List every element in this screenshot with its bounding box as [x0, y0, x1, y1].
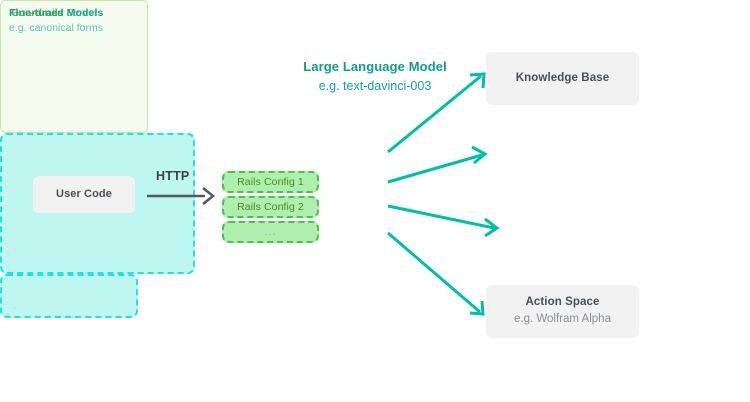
rails-config-label: ...: [264, 225, 277, 238]
fine-tuned-models-box: Fine-tuned Models e.g. canonical forms: [0, 7, 138, 318]
rails-config-label: Rails Config 2: [237, 201, 304, 213]
arrow-to-large-language-model: [387, 204, 500, 238]
action-space-title: Action Space: [525, 296, 600, 309]
rails-config-pill[interactable]: Rails Config 1: [222, 171, 319, 193]
action-space-subtitle: e.g. Wolfram Alpha: [514, 312, 611, 325]
arrow-to-action-space: [387, 231, 485, 316]
action-space-box: Action Space e.g. Wolfram Alpha: [486, 285, 639, 338]
large-language-model-text: Large Language Model e.g. text-davinci-0…: [0, 57, 750, 95]
guardrails-server-title-strong: Guardrails: [11, 7, 64, 19]
guardrails-server-box: Guardrails Server: [0, 0, 148, 133]
guardrails-server-title-light: Server: [63, 7, 98, 19]
guardrails-server-title: Guardrails Server: [11, 7, 97, 20]
fine-tuned-models-title: Fine-tuned Models: [9, 7, 104, 19]
fine-tuned-models-text: Fine-tuned Models e.g. canonical forms: [9, 6, 103, 35]
large-language-model-subtitle: e.g. text-davinci-003: [318, 78, 432, 93]
http-label: HTTP: [156, 169, 190, 183]
fine-tuned-models-subtitle: e.g. canonical forms: [9, 21, 103, 34]
large-language-model-title: Large Language Model: [303, 59, 447, 74]
user-code-box: User Code: [33, 176, 135, 213]
knowledge-base-title: Knowledge Base: [515, 71, 610, 84]
rails-config-pill[interactable]: ...: [222, 221, 319, 243]
rails-config-pill[interactable]: Rails Config 2: [222, 196, 319, 218]
user-code-label: User Code: [56, 188, 112, 201]
arrow-to-fine-tuned-models: [387, 145, 488, 184]
knowledge-base-box: Knowledge Base: [486, 52, 639, 105]
rails-config-label: Rails Config 1: [237, 176, 304, 188]
